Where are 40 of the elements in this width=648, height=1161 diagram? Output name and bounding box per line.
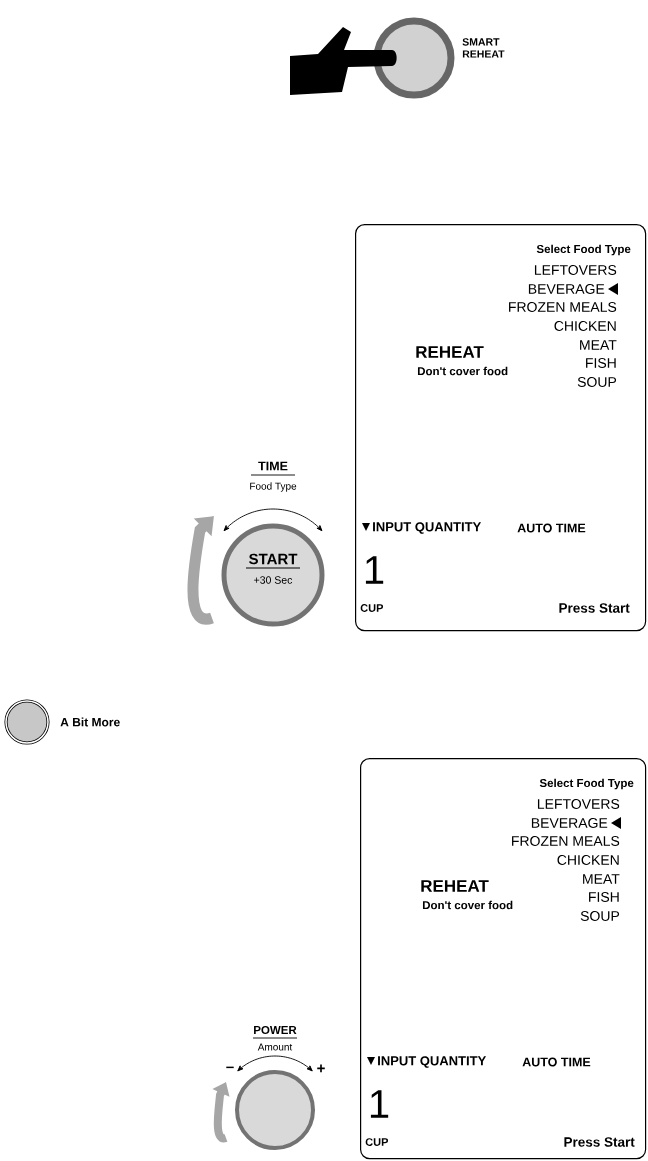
menu-item: FROZEN MEALS <box>509 302 617 312</box>
heading: Select Food Type <box>536 244 631 256</box>
digit-readout: 1 <box>370 1090 389 1118</box>
prompt-label: Press Start <box>564 1137 635 1147</box>
instruction-text: Don't cover food <box>417 366 508 376</box>
button-label: +30 Sec <box>254 576 293 584</box>
dial-label: Amount <box>257 1043 293 1051</box>
menu-item: MEAT <box>583 874 620 884</box>
menu-item: SOUP <box>580 911 620 921</box>
prompt-label: INPUT QUANTITY <box>378 1056 487 1068</box>
button-label: START <box>249 553 298 565</box>
prompt-label: Press Start <box>559 603 630 613</box>
button-label: A Bit More <box>60 717 120 727</box>
digit-readout: 1 <box>365 556 384 584</box>
menu-item: LEFTOVERS <box>537 799 620 809</box>
menu-item: FISH <box>589 892 619 902</box>
dial-label: Food Type <box>250 482 297 492</box>
mode-label: REHEAT <box>421 880 489 892</box>
menu-item: FISH <box>586 358 616 368</box>
dial-label: TIME <box>258 461 288 471</box>
prompt-label: INPUT QUANTITY <box>373 522 482 534</box>
menu-item: CHICKEN <box>557 855 619 865</box>
menu-item: LEFTOVERS <box>534 265 617 275</box>
prompt-label: AUTO TIME <box>522 1057 591 1067</box>
unit-label: CUP <box>365 1138 389 1146</box>
menu-item: MEAT <box>580 340 617 350</box>
menu-item: FROZEN MEALS <box>512 836 620 846</box>
menu-item: SOUP <box>577 377 617 387</box>
prompt-label: AUTO TIME <box>517 523 586 533</box>
instruction-text: Don't cover food <box>422 900 513 910</box>
dial-label: POWER <box>254 1025 297 1035</box>
menu-item: BEVERAGE <box>528 284 605 294</box>
menu-item: BEVERAGE <box>531 818 608 828</box>
heading: Select Food Type <box>539 778 634 790</box>
menu-item: CHICKEN <box>554 321 616 331</box>
mode-label: REHEAT <box>416 346 484 358</box>
unit-label: CUP <box>360 604 384 612</box>
button-label: SMART REHEAT <box>462 38 505 58</box>
sign-label: + <box>317 1064 325 1073</box>
sign-label: – <box>226 1066 234 1069</box>
